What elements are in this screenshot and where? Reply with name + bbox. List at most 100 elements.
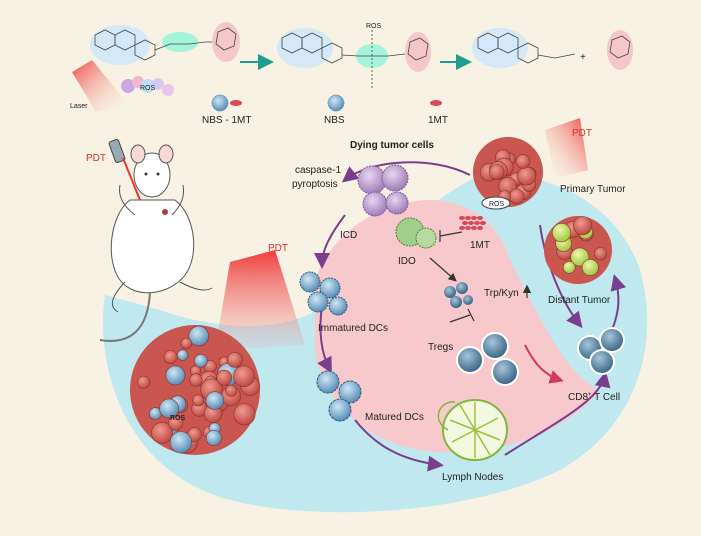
tregs-inhibit-bar <box>467 308 475 322</box>
ido-label: IDO <box>398 256 416 267</box>
ros-label-big-tumor: ROS <box>170 415 186 422</box>
cd8-prefix: CD8 <box>568 392 588 403</box>
tumor-cell <box>168 415 184 431</box>
tumor-cell <box>573 216 593 236</box>
arrow-tumor-to-tcell <box>539 224 583 329</box>
trp-kyn-label: Trp/Kyn <box>484 288 519 299</box>
ido-cell <box>395 217 437 249</box>
matured-dcs-label: Matured DCs <box>365 412 424 423</box>
molecule-nbs-1mt <box>90 22 240 65</box>
legend-1mt-label: 1MT <box>428 115 448 126</box>
tregs-label: Tregs <box>428 342 453 353</box>
mt-molecule <box>465 216 471 220</box>
tumor-cell <box>194 353 208 368</box>
lymph-nodes-label: Lymph Nodes <box>442 472 503 483</box>
distant-tumor <box>544 216 612 284</box>
arrow-ido-to-trp <box>429 257 457 282</box>
pdt-label-right: PDT <box>572 128 592 139</box>
ros-bubble-tumor <box>481 196 511 210</box>
pdt-label-middle: PDT <box>268 243 288 254</box>
dying-tumor-cells <box>357 164 409 217</box>
molecule-1mt-free <box>607 30 633 70</box>
mt-molecule <box>480 221 486 225</box>
mt-molecule <box>462 221 468 225</box>
ros-label-top: ROS <box>140 85 156 92</box>
mt-free-label: 1MT <box>470 240 490 251</box>
icd-label: ICD <box>340 230 357 241</box>
tumor-cell <box>165 365 186 386</box>
caspase-label-line1: caspase-1 <box>295 165 342 176</box>
pdt-label-left: PDT <box>86 153 106 164</box>
tumor-cell <box>192 394 205 407</box>
tumor-cell <box>593 247 608 261</box>
immatured-dcs-label: Immatured DCs <box>318 323 388 334</box>
matured-dcs <box>316 370 362 422</box>
legend-nbs-label: NBS <box>324 115 345 126</box>
top-scheme: Laser ROS ROS <box>70 22 633 126</box>
primary-tumor-label: Primary Tumor <box>560 184 626 195</box>
tumor-cell <box>151 421 174 444</box>
tumor-cell <box>205 429 222 446</box>
tumor-cell <box>159 398 180 419</box>
tumor-cell <box>180 337 193 350</box>
tumor-cell <box>489 164 505 180</box>
cd8-sup: + <box>588 392 592 398</box>
distant-tumor-label: Distant Tumor <box>548 295 611 306</box>
lymph-node <box>437 399 508 461</box>
arrow-tumor-to-dying <box>341 161 471 183</box>
legend-1mt-icon <box>430 100 442 106</box>
tumor-cell <box>169 431 192 454</box>
mt-molecule <box>459 226 465 230</box>
mt-molecule <box>465 226 471 230</box>
mt-cluster <box>459 216 486 230</box>
mt-molecule <box>471 226 477 230</box>
cd8-suffix: T Cell <box>592 392 621 403</box>
big-tumor <box>130 325 260 455</box>
arrow-mature-to-lymph <box>354 419 444 472</box>
immatured-dcs <box>299 271 348 316</box>
laser-beam-top <box>72 60 128 112</box>
laser-label: Laser <box>70 103 88 110</box>
trp-kyn-molecules <box>444 282 473 308</box>
tumor-cell <box>227 351 243 368</box>
tumor-cell <box>176 349 189 361</box>
arrow-dying-to-dcs <box>314 214 346 269</box>
cd8-t-cells <box>577 327 625 375</box>
mt-molecule <box>471 216 477 220</box>
legend-nbs-icon <box>327 94 345 112</box>
mouse-illustration <box>99 144 213 342</box>
arrow-lymph-to-tcell <box>504 371 611 456</box>
caspase-label-line2: pyroptosis <box>292 179 338 190</box>
tumor-cell <box>188 325 209 347</box>
tumor-cell <box>509 188 525 205</box>
tumor-cell <box>562 260 576 274</box>
tregs-cells <box>456 332 519 386</box>
arrow-tregs-inhibit <box>524 344 564 384</box>
tumor-cell <box>233 365 255 388</box>
cd8-t-cell-label: CD8+ T Cell <box>568 392 620 403</box>
tumor-cell <box>581 258 599 276</box>
tumor-cell <box>216 369 233 386</box>
tumor-cell <box>137 375 151 389</box>
tumor-cell <box>515 154 531 169</box>
cycle-arrows <box>314 161 627 472</box>
molecule-nbs-cleaving <box>277 28 431 90</box>
laser-pointer <box>108 139 141 201</box>
mt-molecule <box>477 216 483 220</box>
mt-molecule <box>477 226 483 230</box>
tregs-inhibit-line <box>449 314 471 323</box>
mt-molecule <box>459 216 465 220</box>
tumor-cell <box>189 373 203 387</box>
pink-region <box>315 200 600 453</box>
arrow-tcell-to-distant <box>610 274 627 331</box>
tumor-cell <box>205 391 225 410</box>
mt-molecule <box>468 221 474 225</box>
pdt-beam-right <box>545 118 588 178</box>
ros-cluster-top <box>121 76 174 96</box>
molecule-nbs-released <box>472 28 576 68</box>
mt-inhibit-line <box>439 231 463 237</box>
ros-label-tumor: ROS <box>489 201 505 208</box>
primary-tumor <box>473 137 543 207</box>
